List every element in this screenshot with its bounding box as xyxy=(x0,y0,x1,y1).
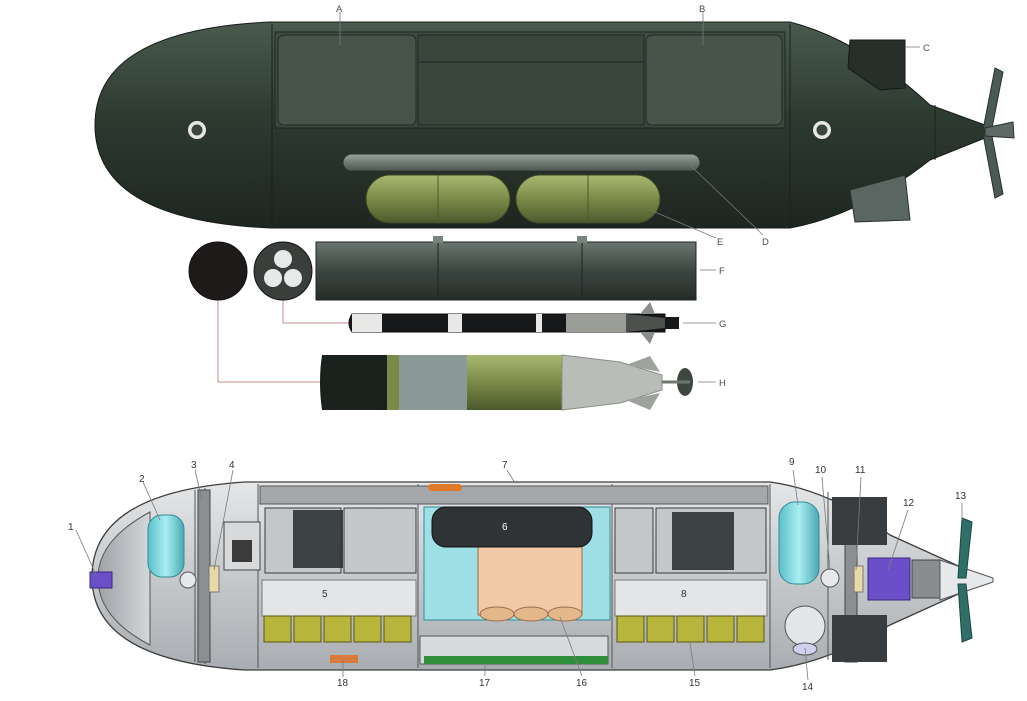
hull-panel-lines xyxy=(271,24,936,226)
upper-deck-structure xyxy=(259,485,769,505)
deck-hatch xyxy=(417,34,645,126)
label-11: 11 xyxy=(855,465,866,476)
label-d: D xyxy=(762,237,769,248)
label-h: H xyxy=(719,378,726,389)
label-f: F xyxy=(719,266,725,277)
lower-fin xyxy=(849,174,911,223)
fwd-bulkhead-panel-2 xyxy=(343,507,417,574)
deck-panel-a xyxy=(277,34,417,126)
label-e: E xyxy=(717,237,723,248)
torpedo-rail xyxy=(342,153,701,172)
upper-fin xyxy=(847,39,906,91)
label-13: 13 xyxy=(955,491,967,502)
label-4: 4 xyxy=(229,460,235,471)
fwd-fitting xyxy=(208,565,220,593)
orange-cylinder xyxy=(428,484,462,491)
label-c: C xyxy=(923,43,930,54)
label-g: G xyxy=(719,319,726,330)
star-insignia-aft xyxy=(813,121,831,139)
launch-tube xyxy=(315,236,697,301)
label-16: 16 xyxy=(576,678,588,689)
label-2: 2 xyxy=(139,474,145,485)
cutaway-submarine xyxy=(89,481,994,671)
cutaway-leader-lines xyxy=(75,469,963,681)
chamber-door xyxy=(431,506,593,548)
aft-battery-bank xyxy=(616,615,765,643)
label-6: 6 xyxy=(502,522,508,533)
large-torpedo xyxy=(320,354,693,411)
label-14: 14 xyxy=(802,682,814,693)
top-leader-lines xyxy=(339,12,920,383)
label-7: 7 xyxy=(502,460,508,471)
label-8: 8 xyxy=(681,589,687,600)
fwd-seat-area xyxy=(261,579,417,617)
label-17: 17 xyxy=(479,678,491,689)
label-18: 18 xyxy=(337,678,349,689)
propeller-top xyxy=(982,67,1015,199)
top-view-submarine xyxy=(94,21,1015,229)
lower-stern-fin xyxy=(832,615,887,662)
label-a: A xyxy=(336,4,343,15)
deck-panel-b xyxy=(645,34,783,126)
chamber-seats xyxy=(479,606,583,622)
chamber-interior xyxy=(477,542,583,616)
fwd-battery-bank xyxy=(263,615,412,643)
small-torpedo xyxy=(348,302,679,344)
aft-seat-area xyxy=(614,579,768,617)
tube-end-closed xyxy=(188,241,248,301)
label-b: B xyxy=(699,4,705,15)
fwd-mast xyxy=(197,489,211,663)
aft-bulkhead-panel-1 xyxy=(614,507,654,574)
label-1: 1 xyxy=(68,522,74,533)
label-15: 15 xyxy=(689,678,701,689)
label-5: 5 xyxy=(322,589,328,600)
label-3: 3 xyxy=(191,460,197,471)
label-10: 10 xyxy=(815,465,827,476)
propulsion-motor xyxy=(867,557,911,601)
red-leader-lines xyxy=(217,300,352,383)
propeller-cutaway xyxy=(957,517,973,643)
tube-end-open xyxy=(253,241,313,301)
star-insignia-fwd xyxy=(188,121,206,139)
label-9: 9 xyxy=(789,457,795,468)
upper-stern-fin xyxy=(832,497,887,545)
fwd-air-tank xyxy=(147,514,185,578)
trim-sphere xyxy=(784,605,826,647)
bow-sonar xyxy=(89,571,113,589)
label-12: 12 xyxy=(903,498,915,509)
aft-air-tank xyxy=(778,501,820,585)
tail-cone xyxy=(939,559,994,601)
